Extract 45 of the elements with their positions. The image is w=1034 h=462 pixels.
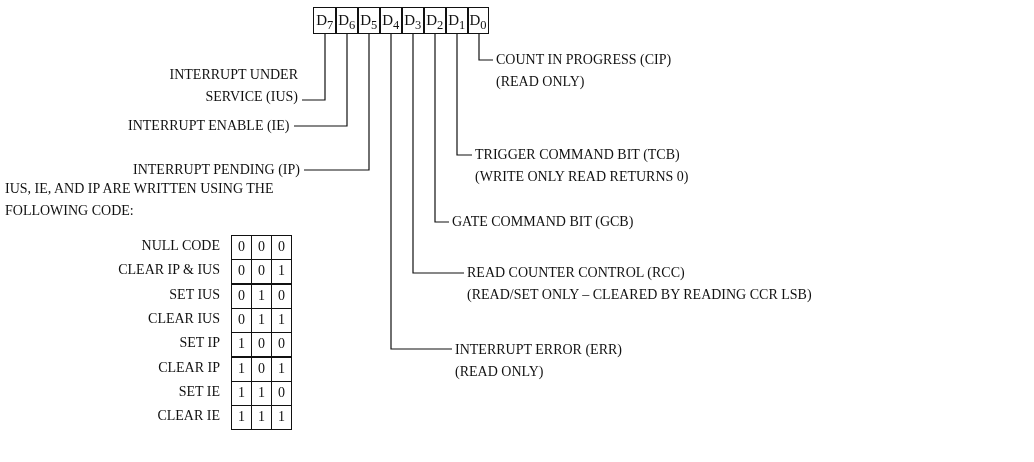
row-label: CLEAR IUS	[147, 309, 220, 328]
bit-cell: D$_{2}$	[423, 7, 447, 34]
field-description: GATE COMMAND BIT (GCB)	[452, 211, 634, 233]
field-description: INTERRUPT ERROR (ERR) (READ ONLY)	[455, 339, 622, 383]
code-cell: 0	[231, 235, 252, 260]
row-label: CLEAR IP	[157, 358, 220, 377]
leader-line	[390, 33, 453, 350]
leader-line	[478, 33, 494, 61]
row-label: SET IUS	[168, 285, 220, 304]
bit-cell: D$_{1}$	[445, 7, 469, 34]
bit-cell: D$_{0}$	[467, 7, 489, 34]
code-cell: 1	[271, 405, 292, 431]
bit-cell: D$_{7}$	[313, 7, 337, 34]
field-description: INTERRUPT UNDER SERVICE (IUS)	[128, 64, 298, 108]
leader-line	[412, 33, 465, 274]
code-cell: 0	[271, 235, 292, 260]
bit-cell: D$_{4}$	[379, 7, 403, 34]
leader-line	[293, 33, 348, 127]
field-description: INTERRUPT ENABLE (IE)	[128, 115, 290, 137]
code-cell: 0	[271, 332, 292, 358]
field-description: READ COUNTER CONTROL (RCC) (READ/SET ONLY – CLEARED BY READING CCR LSB)	[467, 262, 812, 306]
bit-cell: D$_{6}$	[335, 7, 359, 34]
note-text: IUS, IE, AND IP ARE WRITTEN USING THE FOLLOWING CODE:	[5, 180, 275, 220]
row-label: SET IP	[178, 334, 220, 353]
code-cell: 0	[231, 259, 252, 285]
code-cell: 1	[271, 356, 292, 382]
leader-line	[434, 33, 450, 223]
code-cell: 1	[231, 356, 252, 382]
code-cell: 1	[271, 259, 292, 285]
field-description: COUNT IN PROGRESS (CIP) (READ ONLY)	[496, 49, 672, 93]
field-description: TRIGGER COMMAND BIT (TCB) (WRITE ONLY READ RETURNS 0)	[475, 144, 689, 188]
code-cell: 0	[271, 283, 292, 309]
field-description: INTERRUPT PENDING (IP)	[133, 159, 300, 181]
bit-cell: D$_{3}$	[401, 7, 425, 34]
leader-line	[301, 33, 326, 101]
code-cell: 0	[231, 283, 252, 309]
row-label: SET IE	[177, 382, 220, 401]
row-label: CLEAR IP & IUS	[117, 261, 220, 280]
leader-line	[456, 33, 473, 156]
row-label: CLEAR IE	[156, 407, 220, 426]
leader-line	[303, 33, 370, 171]
row-label: NULL CODE	[140, 237, 220, 255]
code-cell: 1	[231, 405, 252, 431]
bit-cell: D$_{5}$	[357, 7, 381, 34]
code-cell: 1	[231, 332, 252, 358]
